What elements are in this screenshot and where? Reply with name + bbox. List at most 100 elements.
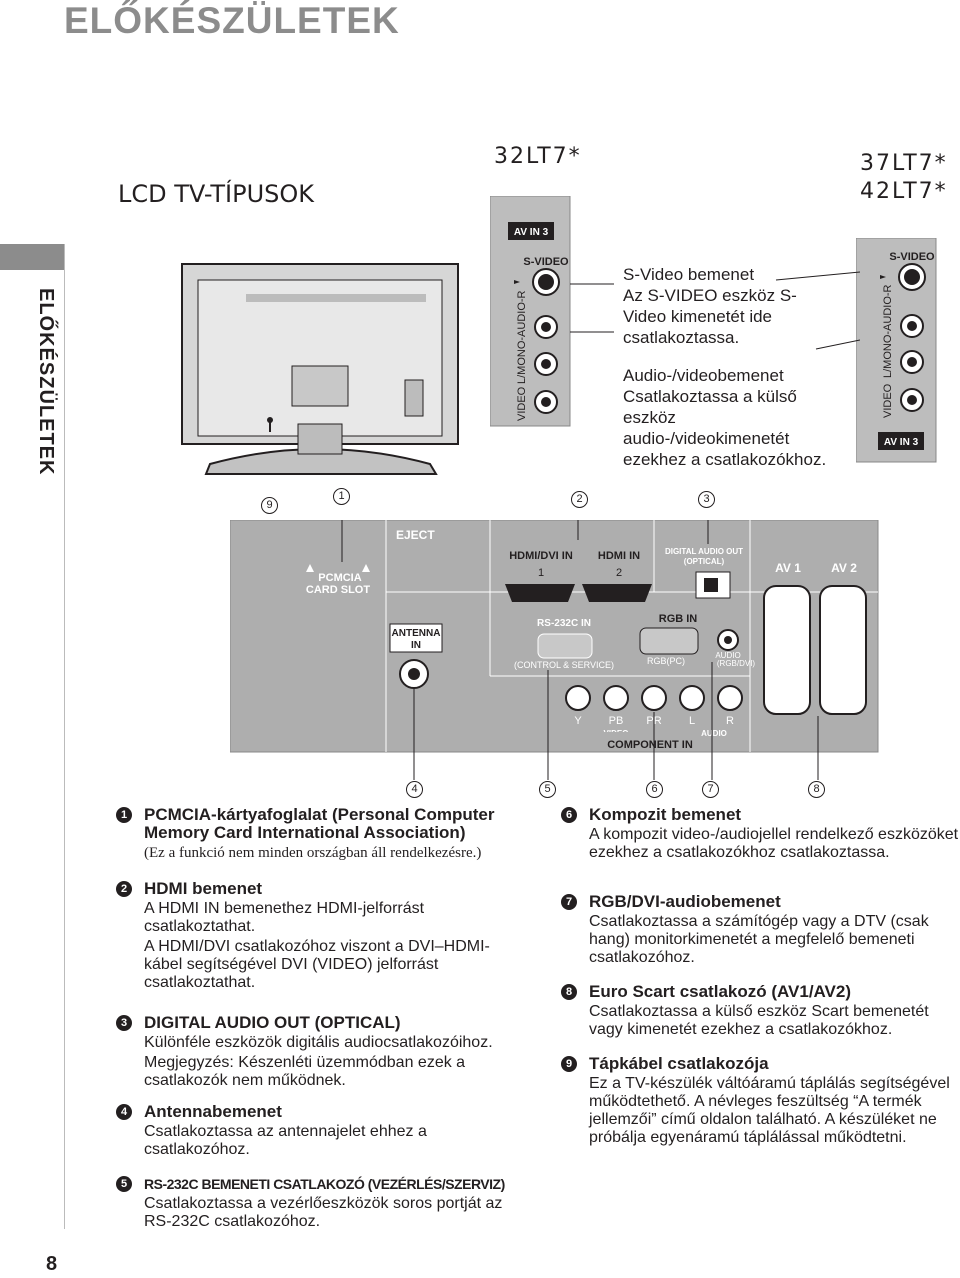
hdmi-in-label: HDMI IN — [598, 550, 640, 562]
desc-title-1: PCMCIA-kártyafoglalat (Personal Computer… — [144, 805, 495, 842]
page-title: ELŐKÉSZÜLETEK — [64, 0, 400, 41]
desc-badge-7: 7 — [561, 894, 577, 910]
component-l-label: L — [689, 715, 695, 727]
svideo-label-2: S-VIDEO — [889, 251, 935, 263]
video-label-2: VIDEO — [882, 383, 894, 418]
av2-label: AV 2 — [831, 561, 857, 575]
desc-body-1: (Ez a funkció nem minden országban áll r… — [144, 845, 482, 861]
desc-body-6: A kompozit video-/audiojellel rendelkező… — [589, 826, 959, 861]
av-callout: Audio-/videobemenet Csatlakoztassa a kül… — [623, 365, 838, 470]
side-tab-bar — [0, 244, 64, 270]
desc-body-4: Csatlakoztassa az antennajelet ehhez a c… — [144, 1123, 427, 1158]
component-in-label: COMPONENT IN — [607, 739, 693, 751]
av-in3-label: AV IN 3 — [514, 227, 549, 238]
desc-item-3: 3 DIGITAL AUDIO OUT (OPTICAL) Különféle … — [116, 1013, 524, 1090]
antenna-label: ANTENNA — [392, 628, 441, 639]
audio-label: L/MONO-AUDIO-R — [516, 290, 528, 384]
pcmcia-label: PCMCIA — [318, 572, 361, 584]
desc-badge-6: 6 — [561, 807, 577, 823]
desc-badge-2: 2 — [116, 881, 132, 897]
model-label-32: 32LT7* — [494, 144, 582, 169]
desc-title-7: RGB/DVI-audiobemenet — [589, 892, 781, 911]
desc-body-3: Különféle eszközök digitális audiocsatla… — [144, 1034, 493, 1051]
model-label-37: 37LT7* — [860, 151, 948, 176]
component-r-label: R — [726, 715, 734, 727]
svideo-callout-title: S-Video bemenet — [623, 265, 755, 284]
eject-label: EJECT — [396, 528, 435, 542]
audio-rgb-label: AUDIO — [715, 651, 740, 660]
component-pb-label: PB — [609, 715, 624, 727]
desc-item-1: 1 PCMCIA-kártyafoglalat (Personal Comput… — [116, 805, 514, 862]
rs232c-label: RS-232C IN — [537, 618, 591, 629]
desc-badge-9: 9 — [561, 1056, 577, 1072]
svideo-label: S-VIDEO — [523, 256, 569, 268]
desc-item-5: 5 RS-232C BEMENETI CSATLAKOZÓ (VEZÉRLÉS/… — [116, 1175, 524, 1231]
svideo-callout: S-Video bemenet Az S-VIDEO eszköz S-Vide… — [623, 264, 833, 348]
marker-2: 2 — [571, 491, 588, 508]
page-number: 8 — [46, 1253, 58, 1275]
hdmi-port-1-label: 1 — [538, 567, 544, 579]
marker-1: 1 — [333, 488, 350, 505]
desc-body-3b: Megjegyzés: Készenléti üzemmódban ezek a… — [144, 1054, 466, 1089]
audio-label-2: L/MONO-AUDIO-R — [882, 284, 894, 378]
control-service-label: (CONTROL & SERVICE) — [514, 660, 614, 670]
av-callout-title: Audio-/videobemenet — [623, 366, 784, 385]
optical-label: (OPTICAL) — [684, 557, 725, 566]
card-slot-label: CARD SLOT — [306, 584, 370, 596]
marker-6: 6 — [646, 781, 663, 798]
tv-rear-illustration — [181, 263, 459, 475]
component-y-label: Y — [574, 715, 582, 727]
desc-badge-3: 3 — [116, 1015, 132, 1031]
marker-4: 4 — [406, 781, 423, 798]
desc-body-5: Csatlakoztassa a vezérlőeszközök soros p… — [144, 1195, 503, 1230]
hdmi-dvi-in-label: HDMI/DVI IN — [509, 550, 573, 562]
rgb-dvi-label: (RGB/DVI) — [717, 659, 756, 668]
side-av-panel-32: AV IN 3 S-VIDEO VIDEO L/MONO-AUDIO-R — [490, 196, 571, 427]
desc-title-8: Euro Scart csatlakozó (AV1/AV2) — [589, 982, 852, 1001]
antenna-in-label: IN — [411, 640, 421, 651]
av1-label: AV 1 — [775, 561, 801, 575]
svideo-callout-body: Az S-VIDEO eszköz S-Video kimenetét ide … — [623, 286, 797, 347]
rear-connection-panel: EJECT PCMCIA CARD SLOT HDMI/DVI IN HDMI … — [230, 520, 879, 780]
desc-item-2: 2 HDMI bemenet A HDMI IN bemenethez HDMI… — [116, 879, 504, 992]
desc-badge-5: 5 — [116, 1176, 132, 1192]
desc-item-6: 6 Kompozit bemenet A kompozit video-/aud… — [561, 805, 960, 862]
desc-item-8: 8 Euro Scart csatlakozó (AV1/AV2) Csatla… — [561, 982, 960, 1039]
desc-badge-1: 1 — [116, 807, 132, 823]
desc-body-7: Csatlakoztassa a számítógép vagy a DTV (… — [589, 913, 929, 966]
side-av-panel-37-42: S-VIDEO AV IN 3 VIDEO L/MONO-AUDIO-R — [856, 238, 937, 463]
callout-leaders — [570, 271, 860, 350]
marker-3: 3 — [698, 491, 715, 508]
digital-audio-out-label: DIGITAL AUDIO OUT — [665, 547, 743, 556]
desc-title-6: Kompozit bemenet — [589, 805, 742, 824]
lcd-types-heading: LCD TV-TÍPUSOK — [118, 180, 315, 208]
side-divider — [64, 244, 65, 1229]
side-section-label: ELŐKÉSZÜLETEK — [35, 288, 57, 476]
desc-badge-8: 8 — [561, 984, 577, 1000]
rgb-in-label: RGB IN — [659, 613, 698, 625]
desc-body-8: Csatlakoztassa a külső eszköz Scart beme… — [589, 1003, 929, 1038]
desc-item-7: 7 RGB/DVI-audiobemenet Csatlakoztassa a … — [561, 892, 960, 967]
component-audio-label: AUDIO — [701, 729, 727, 738]
hdmi-port-2-label: 2 — [616, 567, 622, 579]
rgb-pc-label: RGB(PC) — [647, 656, 685, 666]
marker-7: 7 — [702, 781, 719, 798]
desc-title-2: HDMI bemenet — [144, 879, 263, 898]
desc-title-4: Antennabemenet — [144, 1102, 282, 1121]
marker-8: 8 — [808, 781, 825, 798]
desc-title-5: RS-232C BEMENETI CSATLAKOZÓ (VEZÉRLÉS/SZ… — [144, 1176, 505, 1192]
model-label-42: 42LT7* — [860, 179, 948, 204]
marker-5: 5 — [539, 781, 556, 798]
marker-9: 9 — [261, 497, 278, 514]
av-callout-body: Csatlakoztassa a külső eszköz audio-/vid… — [623, 387, 827, 469]
video-label: VIDEO — [516, 386, 528, 421]
desc-item-9: 9 Tápkábel csatlakozója Ez a TV-készülék… — [561, 1054, 959, 1147]
desc-body-9: Ez a TV-készülék váltóáramú táplálás seg… — [589, 1075, 950, 1146]
desc-badge-4: 4 — [116, 1104, 132, 1120]
desc-body-2: A HDMI IN bemenethez HDMI-jelforrást csa… — [144, 900, 425, 935]
desc-title-3: DIGITAL AUDIO OUT (OPTICAL) — [144, 1013, 401, 1032]
desc-title-9: Tápkábel csatlakozója — [589, 1054, 769, 1073]
desc-body-2b: A HDMI/DVI csatlakozóhoz viszont a DVI–H… — [144, 938, 490, 991]
desc-item-4: 4 Antennabemenet Csatlakoztassa az anten… — [116, 1102, 489, 1159]
av-in3-label-2: AV IN 3 — [884, 437, 919, 448]
